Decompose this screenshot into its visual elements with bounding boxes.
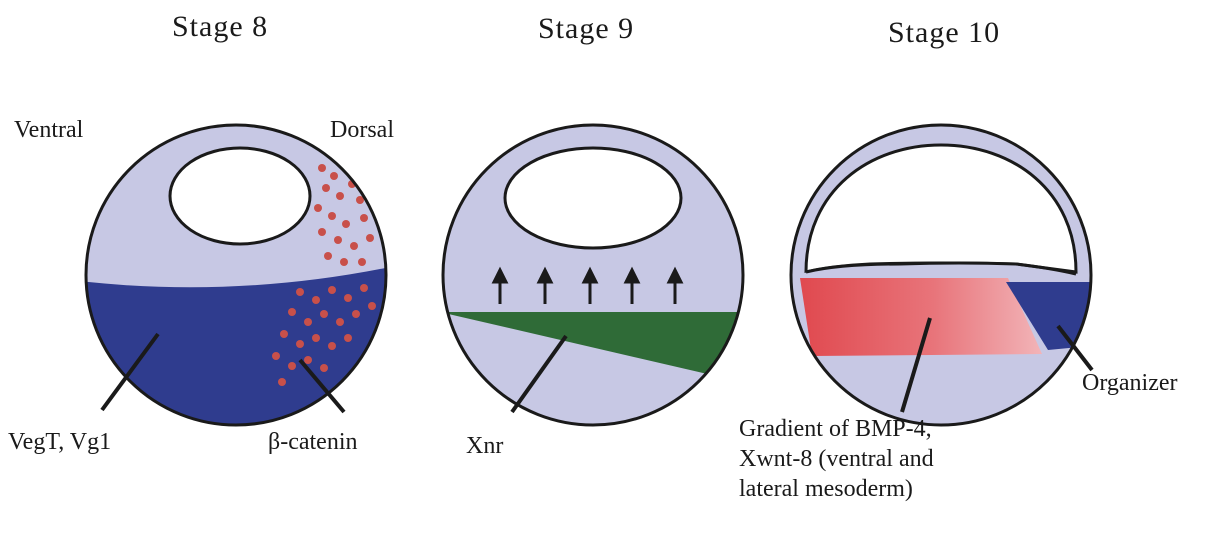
vegetal-hemisphere [70, 265, 400, 440]
gradient-label: Gradient of BMP-4, Xwnt-8 (ventral and l… [739, 414, 934, 504]
stage-9-embryo [440, 125, 750, 425]
blastocoel [505, 148, 681, 248]
gradient-label-line-1: Gradient of BMP-4, [739, 414, 934, 444]
xnr-label: Xnr [466, 434, 503, 458]
gradient-label-line-3: lateral mesoderm) [739, 474, 934, 504]
blastocoel [170, 148, 310, 244]
beta-catenin-label: β-catenin [268, 430, 358, 454]
gradient-label-line-2: Xwnt-8 (ventral and [739, 444, 934, 474]
vegt-vg1-label: VegT, Vg1 [8, 430, 111, 454]
stage-8-embryo [70, 125, 400, 440]
stage-10-embryo [791, 125, 1092, 425]
organizer-label: Organizer [1082, 371, 1178, 395]
